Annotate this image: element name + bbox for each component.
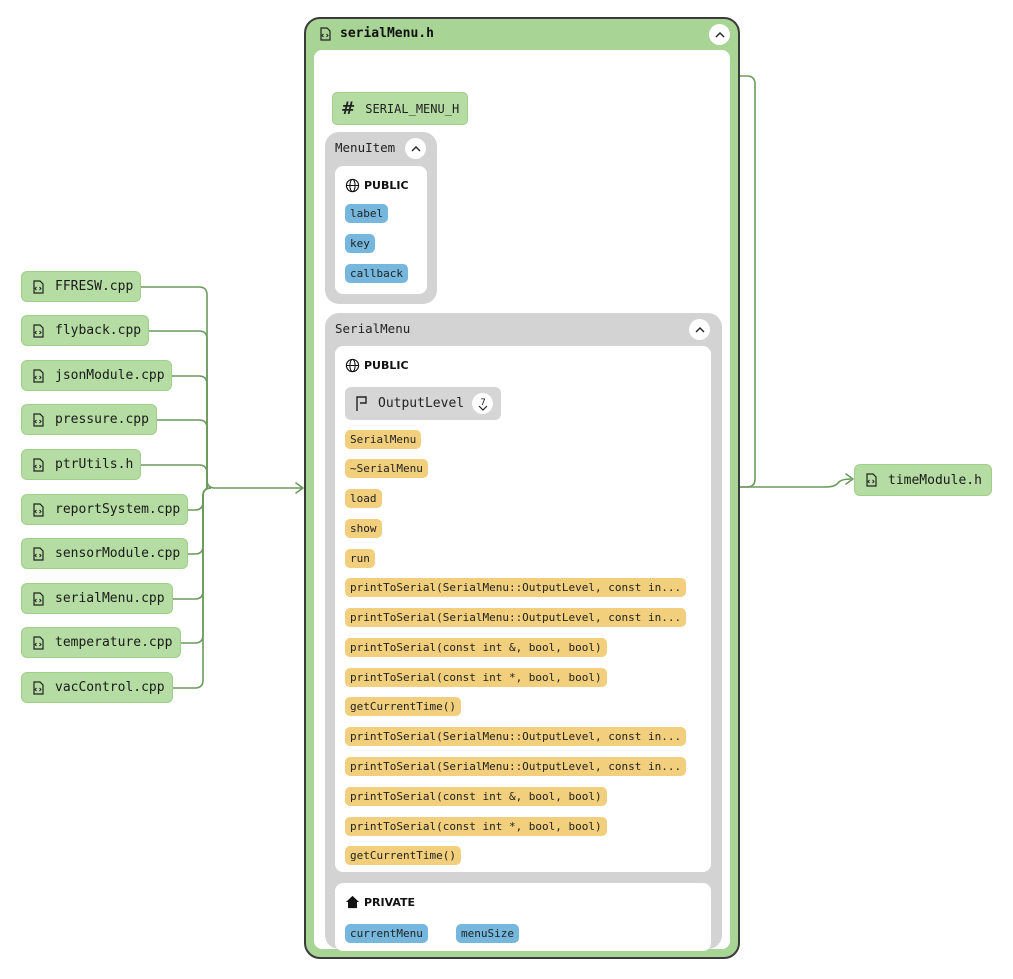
method-item[interactable]: show — [345, 519, 382, 538]
file-body: # SERIAL_MENU_H MenuItem PUBLIC label ke… — [314, 50, 730, 951]
includer-label: reportSystem.cpp — [55, 502, 181, 517]
badge-chevron-down-icon: 7 — [478, 398, 487, 411]
includer-node-jsonmodule[interactable]: jsonModule.cpp — [21, 360, 172, 391]
file-code-icon — [33, 591, 44, 606]
includer-node-flyback[interactable]: flyback.cpp — [21, 315, 149, 346]
class-menuitem: MenuItem PUBLIC label key callback — [325, 132, 437, 304]
file-code-icon — [33, 279, 44, 294]
public-section: PUBLIC label key callback — [335, 166, 427, 294]
edge-sensormodule — [188, 487, 212, 555]
enum-badge-count: 7 — [480, 398, 486, 408]
includer-label: temperature.cpp — [55, 635, 173, 650]
chevron-up-icon — [695, 326, 704, 332]
member-label[interactable]: label — [345, 204, 389, 223]
file-code-icon — [866, 473, 877, 487]
enum-label: OutputLevel — [378, 396, 465, 411]
method-item[interactable]: printToSerial(const int &, bool, bool) — [345, 787, 607, 806]
method-item[interactable]: getCurrentTime() — [345, 846, 461, 865]
includer-node-vaccontrol[interactable]: vacControl.cpp — [21, 672, 173, 703]
includer-node-sensormodule[interactable]: sensorModule.cpp — [21, 538, 188, 569]
file-title: serialMenu.h — [318, 26, 434, 41]
arrow-head-timemodule — [845, 473, 854, 485]
edge-jsonmodule — [172, 375, 208, 488]
edge-ptrutils — [141, 464, 208, 488]
includer-node-reportsystem[interactable]: reportSystem.cpp — [21, 494, 188, 525]
file-code-icon — [33, 635, 44, 650]
member-currentmenu[interactable]: currentMenu — [345, 924, 428, 943]
includer-node-pressure[interactable]: pressure.cpp — [21, 404, 157, 435]
includer-node-ptrutils[interactable]: ptrUtils.h — [21, 449, 141, 480]
hash-icon: # — [341, 98, 356, 119]
file-code-icon — [33, 412, 44, 427]
edge-timemodule — [740, 478, 852, 488]
edge-pressure — [157, 419, 208, 488]
member-key[interactable]: key — [345, 234, 375, 253]
includer-label: serialMenu.cpp — [55, 591, 165, 606]
public-heading: PUBLIC — [345, 358, 409, 373]
edge-reportsystem — [188, 487, 212, 511]
includer-label: vacControl.cpp — [55, 680, 165, 695]
collapse-file-button[interactable] — [709, 24, 730, 45]
member-callback[interactable]: callback — [345, 264, 408, 283]
method-item[interactable]: getCurrentTime() — [345, 697, 461, 716]
file-code-icon — [33, 546, 44, 561]
includer-node-ffresw[interactable]: FFRESW.cpp — [21, 271, 141, 302]
file-node-serialmenu-h: serialMenu.h # SERIAL_MENU_H MenuItem PU… — [304, 17, 740, 959]
file-code-icon — [33, 368, 44, 383]
includer-label: flyback.cpp — [55, 323, 142, 338]
method-item[interactable]: printToSerial(SerialMenu::OutputLevel, c… — [345, 727, 687, 746]
chevron-up-icon — [411, 145, 420, 151]
method-item[interactable]: printToSerial(const int *, bool, bool) — [345, 668, 607, 687]
file-code-icon — [33, 680, 44, 695]
method-item[interactable]: SerialMenu — [345, 430, 422, 449]
arrow-head-main — [295, 482, 304, 494]
includer-label: ptrUtils.h — [55, 457, 134, 472]
expand-enum-button[interactable]: 7 — [472, 393, 493, 414]
macro-node[interactable]: # SERIAL_MENU_H — [332, 92, 469, 125]
collapse-menuitem-button[interactable] — [405, 138, 426, 159]
method-item[interactable]: printToSerial(SerialMenu::OutputLevel, c… — [345, 578, 687, 597]
file-code-icon — [33, 323, 44, 338]
includer-label: jsonModule.cpp — [55, 368, 165, 383]
method-item[interactable]: printToSerial(SerialMenu::OutputLevel, c… — [345, 757, 687, 776]
method-item[interactable]: load — [345, 489, 382, 508]
globe-icon — [345, 358, 360, 373]
public-heading: PUBLIC — [345, 178, 409, 193]
chevron-up-icon — [715, 31, 724, 37]
private-section: PRIVATE currentMenu menuSize — [335, 883, 711, 951]
flag-icon — [356, 395, 367, 411]
dependency-node-timemodule[interactable]: timeModule.h — [854, 464, 992, 496]
includer-label: FFRESW.cpp — [55, 279, 134, 294]
public-label: PUBLIC — [364, 359, 409, 372]
method-item[interactable]: printToSerial(const int *, bool, bool) — [345, 817, 607, 836]
collapse-serialmenu-button[interactable] — [689, 319, 710, 340]
file-code-icon — [33, 457, 44, 472]
includer-label: sensorModule.cpp — [55, 546, 181, 561]
private-heading: PRIVATE — [345, 895, 415, 909]
private-label: PRIVATE — [364, 895, 416, 909]
member-menusize[interactable]: menuSize — [456, 924, 519, 943]
home-icon — [345, 895, 360, 909]
includer-node-temperature[interactable]: temperature.cpp — [21, 627, 181, 658]
method-item[interactable]: printToSerial(SerialMenu::OutputLevel, c… — [345, 608, 687, 627]
enum-outputlevel[interactable]: OutputLevel 7 — [345, 387, 501, 420]
file-title-text: serialMenu.h — [340, 26, 434, 41]
public-section: PUBLIC OutputLevel 7 SerialMenu ~SerialM… — [335, 346, 711, 872]
class-title: SerialMenu — [335, 321, 411, 336]
includer-node-serialmenu-cpp[interactable]: serialMenu.cpp — [21, 583, 173, 614]
method-item[interactable]: printToSerial(const int &, bool, bool) — [345, 638, 607, 657]
dependency-label: timeModule.h — [888, 472, 982, 488]
includer-label: pressure.cpp — [55, 412, 149, 427]
edge-flyback — [149, 330, 208, 488]
globe-icon — [345, 178, 360, 193]
macro-label: SERIAL_MENU_H — [365, 101, 460, 116]
class-serialmenu: SerialMenu PUBLIC OutputLevel 7 — [325, 313, 722, 951]
file-code-icon — [33, 502, 44, 517]
public-label: PUBLIC — [364, 179, 409, 192]
method-item[interactable]: run — [345, 549, 375, 568]
method-item[interactable]: ~SerialMenu — [345, 459, 428, 478]
file-code-icon — [320, 26, 331, 41]
class-title: MenuItem — [335, 140, 396, 155]
